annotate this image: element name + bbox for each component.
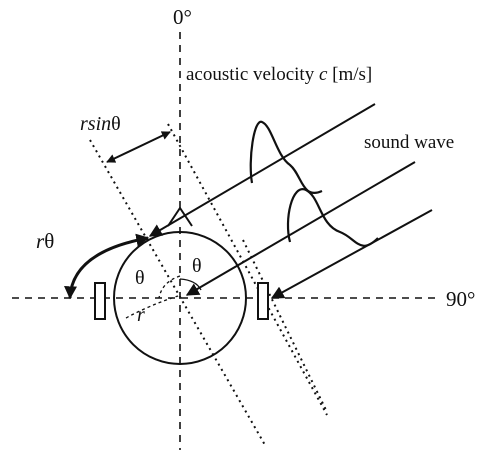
right-ear xyxy=(257,282,269,320)
path-difference-label: rsinθ xyxy=(80,113,121,135)
arc-length-label: rθ xyxy=(36,229,54,253)
velocity-unit: [m/s] xyxy=(327,64,372,85)
radius-indicator xyxy=(125,295,179,319)
wavefront-line-left xyxy=(89,139,266,446)
wavefront-line-right xyxy=(242,239,328,413)
radius-label: r xyxy=(137,304,145,326)
theta-label-left: θ xyxy=(135,267,145,289)
arc-length-r: r xyxy=(36,229,45,253)
angle-label-right: 90° xyxy=(446,287,475,311)
sound-ray-top xyxy=(148,103,376,237)
theta-arc-right xyxy=(179,278,202,291)
velocity-prefix: acoustic velocity xyxy=(186,64,319,85)
arc-length-arrow xyxy=(64,233,150,300)
path-difference-theta: θ xyxy=(111,113,121,135)
sound-wave-upper xyxy=(249,120,323,194)
sound-wave-lower xyxy=(286,188,379,247)
path-difference-r: rsin xyxy=(80,113,111,135)
left-ear xyxy=(94,282,106,320)
path-difference-arrow xyxy=(106,131,171,163)
angle-label-top: 0° xyxy=(173,5,192,29)
wavefront-line-center xyxy=(167,123,328,416)
theta-label-right: θ xyxy=(192,255,202,277)
sound-wave-label: sound wave xyxy=(364,132,454,153)
theta-arc-left xyxy=(158,275,181,299)
arc-length-theta: θ xyxy=(44,229,54,253)
sound-ray-bottom xyxy=(270,209,433,299)
velocity-label: acoustic velocity c [m/s] xyxy=(186,64,372,85)
velocity-symbol: c xyxy=(319,64,328,85)
sound-ray-middle xyxy=(185,161,416,296)
